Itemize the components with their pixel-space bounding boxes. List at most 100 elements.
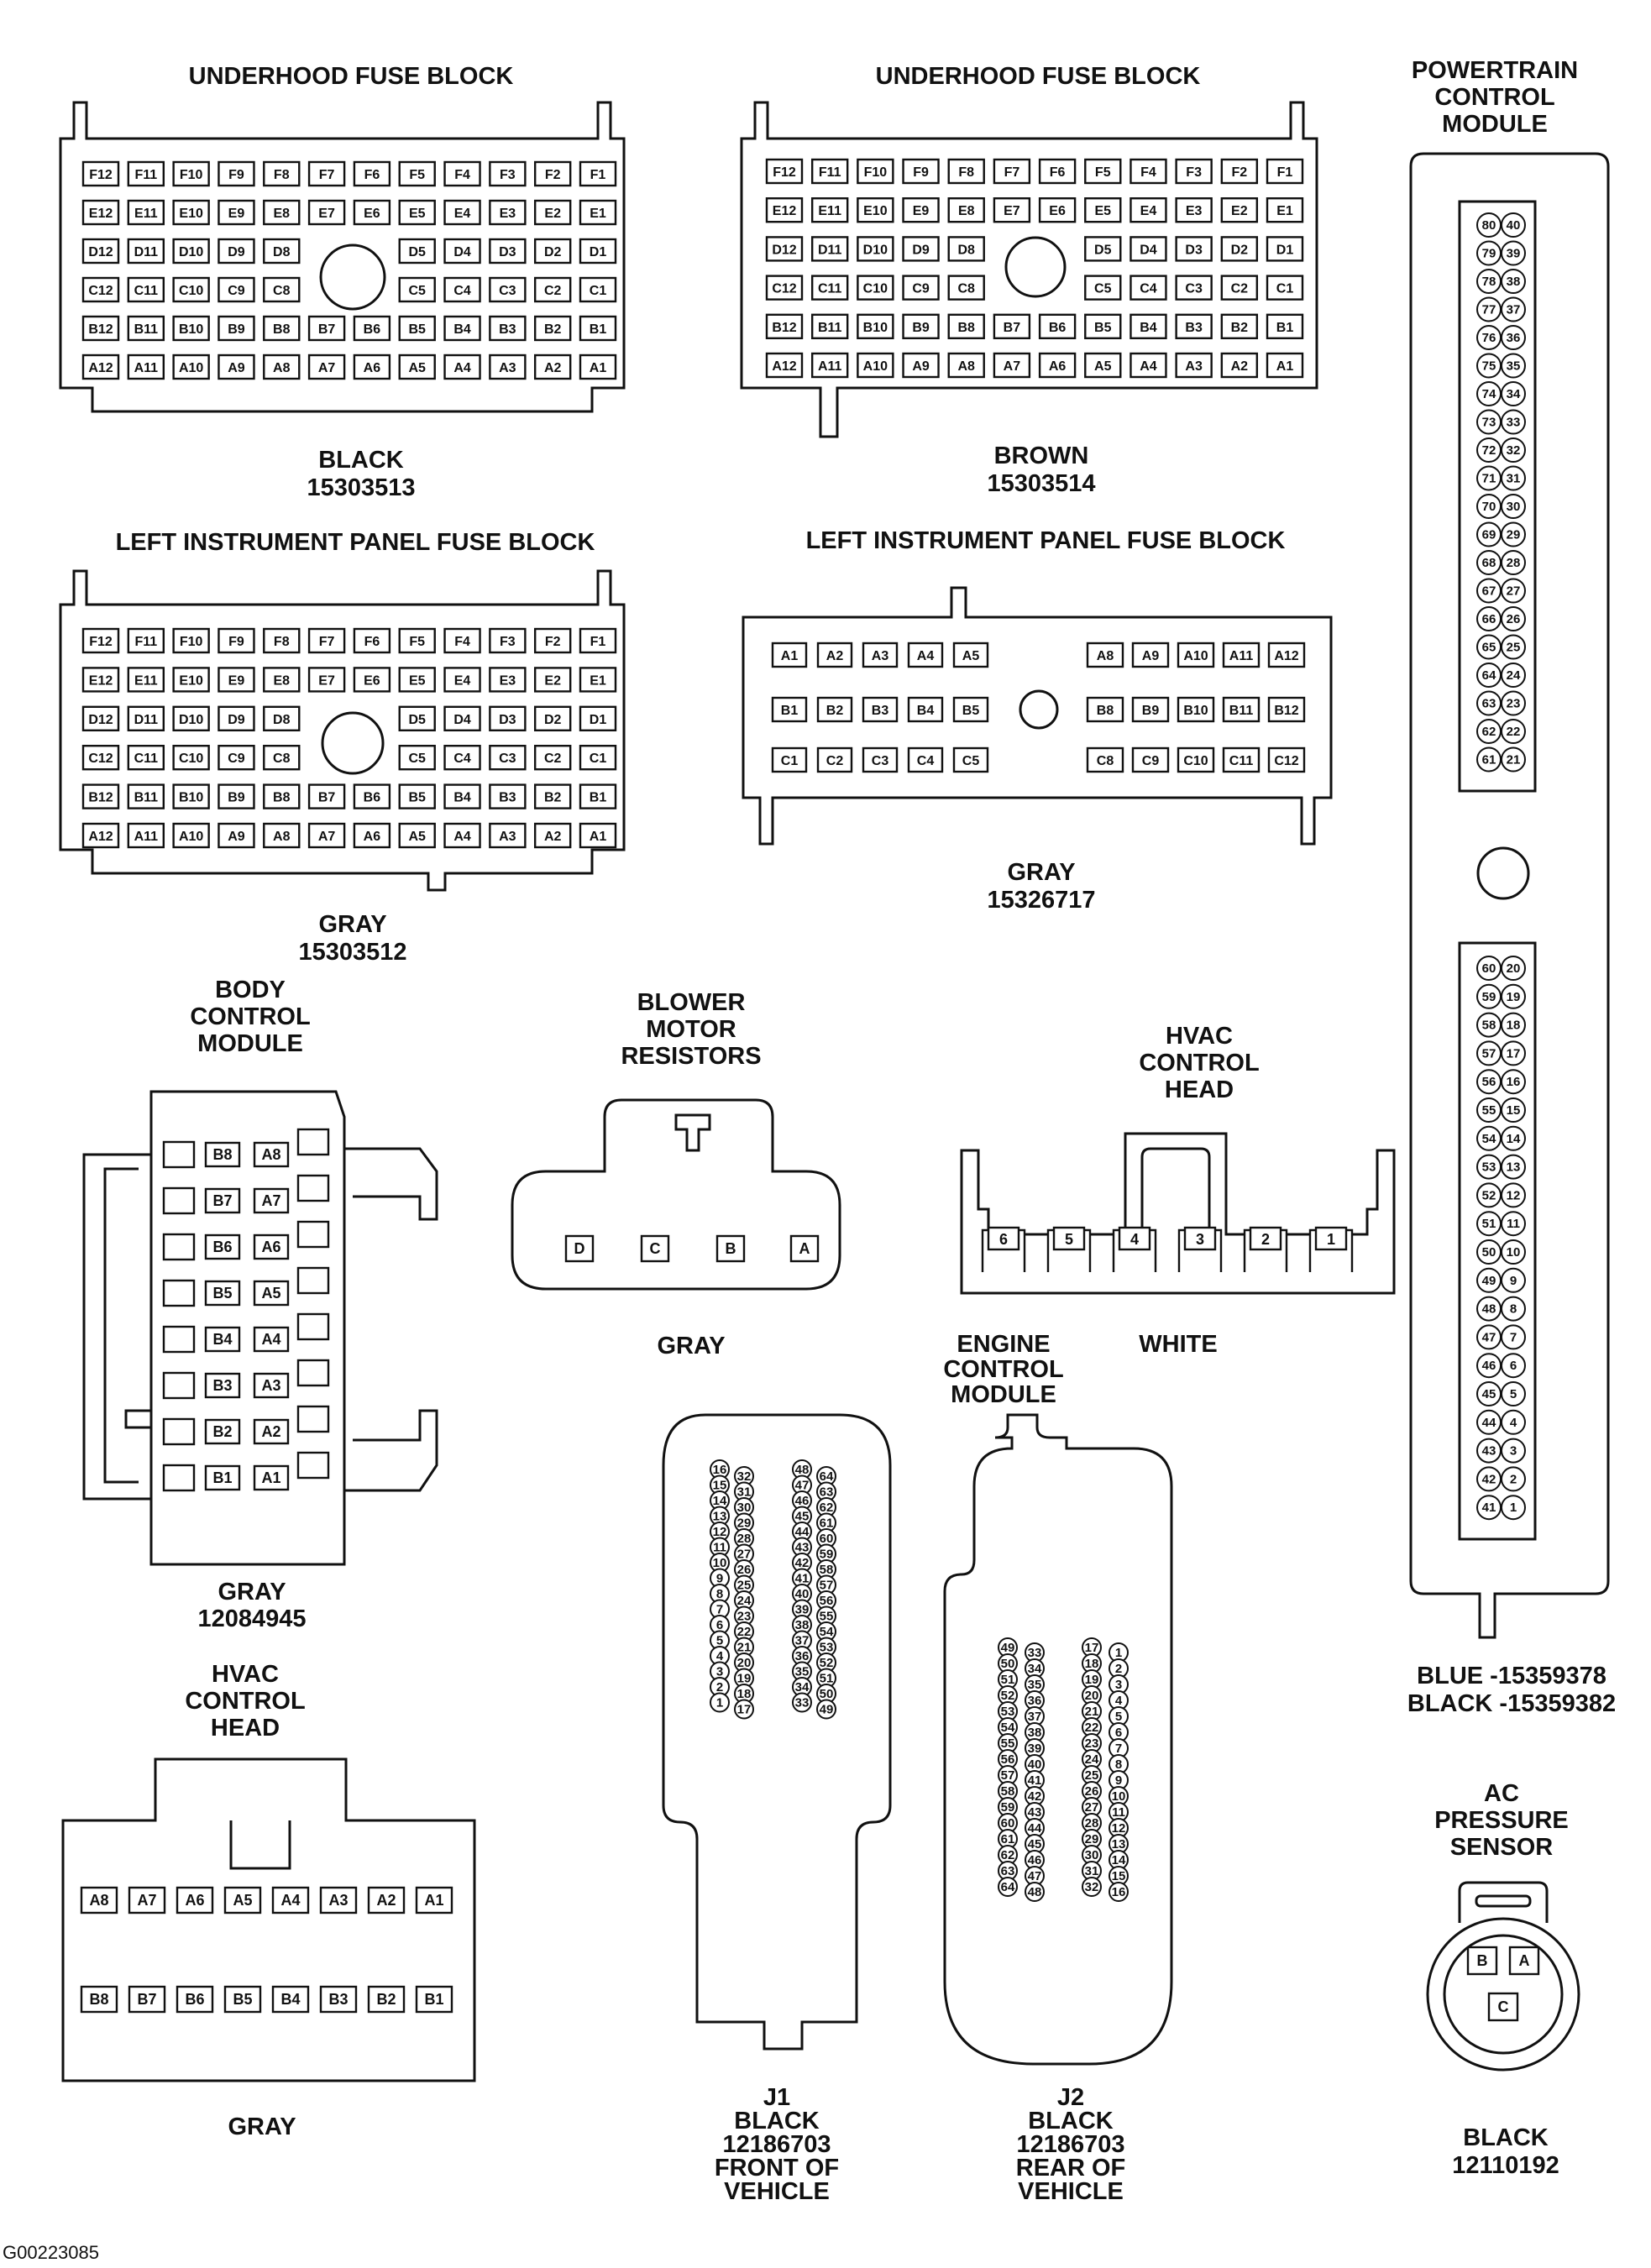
pin-63: 63 xyxy=(998,1861,1018,1881)
pin-71: 71 xyxy=(1476,465,1502,491)
pin-4: 4 xyxy=(1112,1226,1157,1272)
pin-32: 32 xyxy=(734,1466,754,1486)
pin-A: A xyxy=(1508,1946,1540,1976)
left-ip-gray-title: LEFT INSTRUMENT PANEL FUSE BLOCK xyxy=(116,529,595,556)
svg-text:A7: A7 xyxy=(261,1192,280,1209)
underhood-black-housing xyxy=(59,101,626,413)
svg-text:D5: D5 xyxy=(409,713,427,727)
svg-text:D9: D9 xyxy=(912,243,930,257)
svg-text:29: 29 xyxy=(737,1516,752,1531)
svg-text:42: 42 xyxy=(1028,1789,1042,1804)
svg-text:E11: E11 xyxy=(134,207,158,221)
pin-C10: C10 xyxy=(857,275,894,301)
pin-53: 53 xyxy=(816,1637,836,1658)
bcm-housing xyxy=(149,1090,346,1566)
svg-text:C1: C1 xyxy=(590,284,607,298)
pin-D10: D10 xyxy=(172,238,210,265)
svg-text:A12: A12 xyxy=(88,830,113,844)
svg-text:26: 26 xyxy=(1085,1784,1099,1799)
svg-text:43: 43 xyxy=(795,1541,810,1555)
svg-text:A9: A9 xyxy=(228,830,245,844)
pin-A6: A6 xyxy=(353,354,391,380)
pin-12: 12 xyxy=(1109,1818,1129,1838)
pin-17: 17 xyxy=(1501,1040,1526,1066)
j1-label-line3: 12186703 xyxy=(722,2131,831,2158)
pin-B10: B10 xyxy=(1177,696,1215,723)
svg-text:22: 22 xyxy=(737,1625,752,1639)
svg-text:B8: B8 xyxy=(273,791,291,805)
svg-text:9: 9 xyxy=(716,1572,723,1586)
svg-text:C12: C12 xyxy=(88,284,113,298)
svg-text:D2: D2 xyxy=(544,245,562,259)
pin-A4: A4 xyxy=(443,822,481,849)
pin-15: 15 xyxy=(710,1474,730,1495)
svg-text:33: 33 xyxy=(795,1696,810,1710)
svg-text:D8: D8 xyxy=(273,713,291,727)
svg-text:F10: F10 xyxy=(180,168,203,182)
pin-62: 62 xyxy=(1476,719,1502,744)
svg-text:C3: C3 xyxy=(1185,282,1203,296)
pin-B7: B7 xyxy=(204,1187,241,1214)
pin-B2: B2 xyxy=(1220,313,1259,339)
pin-10: 10 xyxy=(1501,1239,1526,1265)
svg-text:16: 16 xyxy=(1507,1075,1521,1089)
pin-45: 45 xyxy=(792,1506,812,1527)
pin-D9: D9 xyxy=(218,705,255,731)
ac-color: BLACK xyxy=(1463,2124,1549,2151)
svg-text:45: 45 xyxy=(795,1510,810,1524)
pin-11: 11 xyxy=(710,1537,730,1558)
svg-text:F9: F9 xyxy=(913,165,929,180)
svg-text:D12: D12 xyxy=(88,245,113,259)
pin-A5: A5 xyxy=(223,1886,262,1914)
pin-42: 42 xyxy=(1025,1786,1045,1806)
svg-text:A2: A2 xyxy=(376,1892,396,1909)
svg-text:17: 17 xyxy=(1507,1046,1521,1061)
pin-D9: D9 xyxy=(218,238,255,265)
j2-label-line3: 12186703 xyxy=(1016,2131,1124,2158)
svg-text:C9: C9 xyxy=(1142,754,1160,768)
pin-31: 31 xyxy=(1082,1861,1102,1881)
pin-B8: B8 xyxy=(1086,696,1124,723)
svg-text:C12: C12 xyxy=(772,282,796,296)
left-ip-gray-center-hole xyxy=(321,711,385,775)
svg-text:58: 58 xyxy=(820,1563,834,1577)
svg-text:C10: C10 xyxy=(179,752,203,766)
svg-text:A5: A5 xyxy=(261,1285,280,1302)
svg-text:18: 18 xyxy=(1507,1019,1521,1033)
blower-title-line2: MOTOR xyxy=(646,1016,736,1043)
pin-B5: B5 xyxy=(952,696,989,723)
pin-F6: F6 xyxy=(1038,158,1077,185)
svg-text:A5: A5 xyxy=(409,830,427,844)
svg-text:56: 56 xyxy=(820,1594,834,1608)
pin-E5: E5 xyxy=(1084,196,1122,223)
left-ip-gray2-center-hole xyxy=(1019,689,1059,730)
pin-B8: B8 xyxy=(947,313,985,339)
svg-text:48: 48 xyxy=(1482,1302,1496,1317)
svg-text:40: 40 xyxy=(1507,218,1521,233)
svg-text:7: 7 xyxy=(1115,1742,1122,1756)
svg-text:C1: C1 xyxy=(1276,282,1294,296)
svg-text:69: 69 xyxy=(1482,528,1496,542)
pin-A12: A12 xyxy=(1267,642,1306,668)
pin-14: 14 xyxy=(1501,1125,1526,1151)
blower-title-line3: RESISTORS xyxy=(621,1043,761,1070)
bcm-cavity xyxy=(296,1312,330,1341)
pin-B4: B4 xyxy=(271,1985,310,2014)
svg-text:D10: D10 xyxy=(863,243,888,257)
svg-text:E6: E6 xyxy=(364,673,380,688)
pin-47: 47 xyxy=(1025,1866,1045,1886)
svg-text:56: 56 xyxy=(1482,1075,1496,1089)
svg-text:18: 18 xyxy=(737,1687,752,1701)
ac-part: 12110192 xyxy=(1452,2152,1559,2179)
svg-text:D10: D10 xyxy=(179,713,203,727)
pin-B2: B2 xyxy=(367,1985,406,2014)
pin-C4: C4 xyxy=(443,745,481,771)
pin-A5: A5 xyxy=(398,354,436,380)
svg-text:61: 61 xyxy=(1482,753,1496,767)
pin-D12: D12 xyxy=(81,238,120,265)
svg-text:D12: D12 xyxy=(772,243,796,257)
svg-text:C3: C3 xyxy=(872,754,889,768)
pin-29: 29 xyxy=(734,1512,754,1533)
pin-A7: A7 xyxy=(307,822,346,849)
